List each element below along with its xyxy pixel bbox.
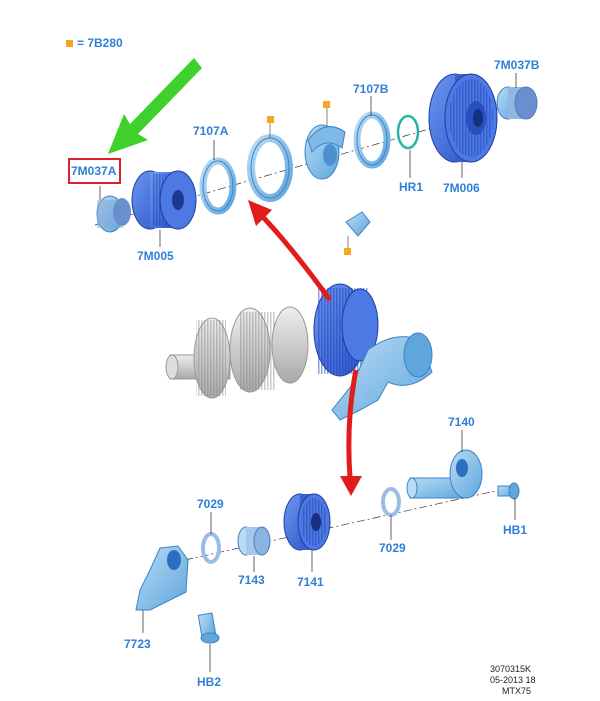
bracket-7723: [135, 545, 189, 611]
footer-model: MTX75: [502, 686, 532, 696]
legend-text: = 7B280: [77, 36, 123, 50]
shift-key-part: [345, 211, 371, 237]
label-7029-left: 7029: [197, 497, 224, 511]
red-arrow-down-icon: [340, 476, 362, 496]
synchronizer-hub-assembly: [304, 124, 346, 180]
label-7723: 7723: [124, 637, 151, 651]
needle-bearing-7M037A: [96, 195, 131, 233]
label-7M037A: 7M037A: [71, 164, 117, 178]
thrust-washer-7029a: [201, 532, 221, 564]
label-7029-right: 7029: [379, 541, 406, 555]
label-7M006: 7M006: [443, 181, 480, 195]
label-7M037B: 7M037B: [494, 58, 540, 72]
figure-reference: 3070315K 05-2013 18 MTX75: [490, 664, 536, 697]
leader-lines: [99, 73, 517, 672]
synchro-ring-7B280a: [247, 134, 293, 202]
needle-bearing-7143: [237, 526, 271, 556]
legend-marker-hub: [323, 101, 330, 108]
green-arrow-icon: [108, 58, 202, 154]
legend-marker-ring: [267, 116, 274, 123]
shaft-7140: [406, 449, 483, 499]
legend-square-icon: [66, 39, 73, 47]
label-7107A: 7107A: [193, 124, 229, 138]
retaining-ring-HR1: [396, 114, 420, 150]
red-arrow-up-line: [258, 212, 333, 302]
needle-bearing-7M037B: [496, 86, 538, 120]
label-7140: 7140: [448, 415, 475, 429]
label-HR1: HR1: [399, 180, 424, 194]
thrust-washer-7029b: [381, 487, 401, 517]
gear-7141: [283, 493, 331, 551]
highlight-box: [68, 158, 121, 184]
synchro-ring-7107B: [353, 111, 391, 169]
footer-date: 05-2013 18: [490, 675, 536, 685]
lower-axis-line: [184, 489, 501, 561]
assembled-shaft-illustration: [165, 283, 433, 421]
legend: = 7B280: [66, 36, 123, 50]
label-HB2: HB2: [197, 675, 222, 689]
bolt-HB2: [197, 612, 220, 644]
legend-marker-key: [344, 248, 351, 255]
footer-code: 3070315K: [490, 664, 532, 674]
gear-7M005: [131, 170, 197, 230]
red-arrow-up-icon: [248, 200, 272, 226]
label-7107B: 7107B: [353, 82, 389, 96]
label-7143: 7143: [238, 573, 265, 587]
bolt-HB1: [497, 482, 520, 500]
label-7M005: 7M005: [137, 249, 174, 263]
red-arrow-down-line: [346, 369, 359, 479]
label-HB1: HB1: [503, 523, 528, 537]
label-7141: 7141: [297, 575, 324, 589]
gear-7M006: [428, 73, 498, 163]
synchro-ring-7107A: [199, 157, 237, 215]
